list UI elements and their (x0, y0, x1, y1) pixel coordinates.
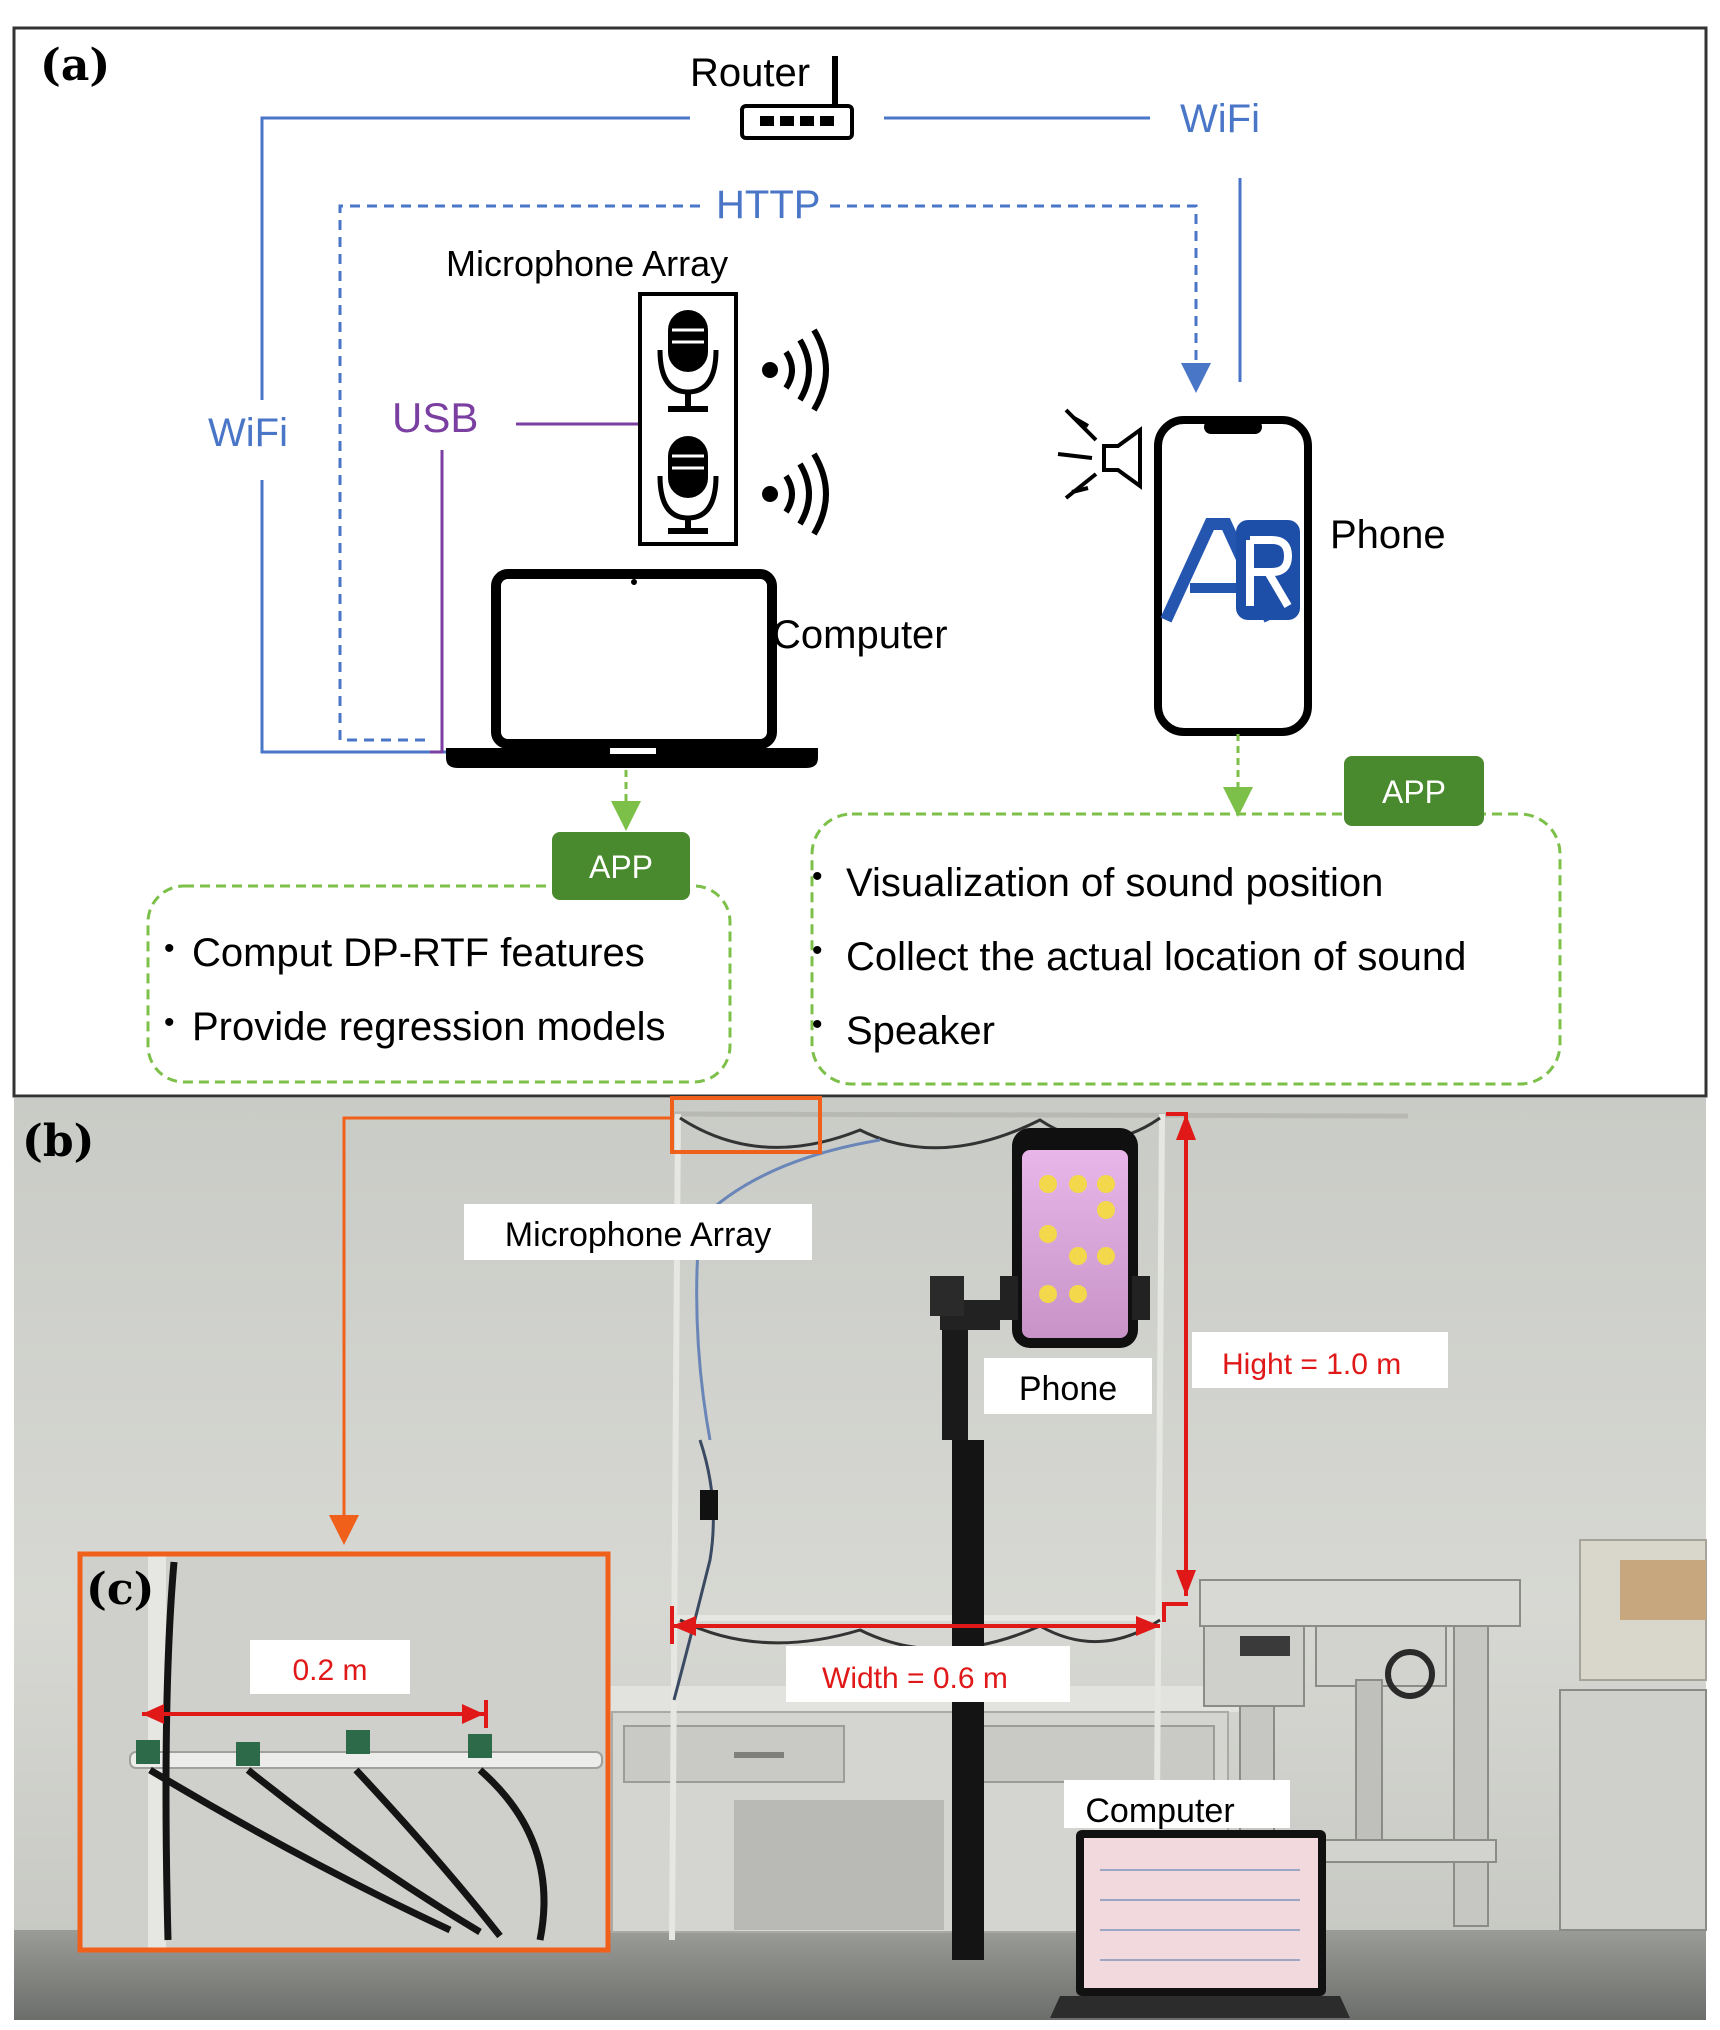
phone-app-badge-label: APP (1382, 774, 1446, 810)
spacing-arrow-left (142, 1704, 164, 1724)
wifi-line-left (260, 116, 690, 400)
bullet-dot: • (164, 932, 175, 965)
panel-c: 0.2 m (c) (77, 1551, 611, 1953)
phone-app-badge (1344, 756, 1484, 826)
computer-label: Computer (772, 613, 948, 657)
wifi-top-label: WiFi (1180, 97, 1260, 141)
microphone-icon (657, 436, 719, 534)
computer-app-features-box (146, 884, 732, 1084)
spacing-label: 0.2 m (292, 1654, 367, 1687)
bullet-dot: • (812, 860, 823, 893)
computer-app-bullet-2: Provide regression models (192, 1005, 666, 1049)
mic-array-photo-label: Microphone Array (505, 1216, 771, 1254)
panel-a-frame (12, 26, 1708, 1098)
http-line-right (830, 204, 1211, 393)
width-label: Width = 0.6 m (822, 1662, 1008, 1695)
bullet-dot: • (812, 1008, 823, 1041)
zoom-connector (329, 1116, 672, 1545)
inset-mic-sensor (468, 1734, 492, 1758)
usb-label: USB (392, 394, 478, 441)
inset-mic-sensor (346, 1730, 370, 1754)
spacing-label-bg (250, 1640, 410, 1694)
sound-waves-icon (762, 328, 829, 412)
height-arrow-top (1176, 1114, 1196, 1140)
http-label: HTTP (716, 183, 820, 227)
microphone-icon (657, 310, 719, 412)
height-tick-bottom (1162, 1602, 1188, 1622)
panel-c-label: (c) (86, 1564, 154, 1615)
inset-mic-sensor (236, 1742, 260, 1766)
inset-cables (148, 1561, 548, 1941)
width-arrow-left (672, 1616, 696, 1636)
mic-array-highlight-box (670, 1096, 822, 1154)
height-label: Hight = 1.0 m (1222, 1348, 1401, 1381)
phone-app-bullet-3: Speaker (846, 1009, 995, 1053)
usb-line-v (430, 450, 444, 754)
panel-a-label: (a) (40, 40, 110, 91)
photo-laptop (1050, 1830, 1350, 2018)
router-label: Router (690, 51, 810, 95)
router-icon (740, 56, 854, 140)
inset-mic-sensor (136, 1740, 160, 1764)
computer-app-bullet-1: Comput DP-RTF features (192, 931, 645, 975)
http-line (338, 204, 700, 742)
width-arrow-right (1136, 1616, 1160, 1636)
phone-label-bg (984, 1358, 1152, 1414)
phone-label: Phone (1330, 513, 1446, 557)
phone-app-bullet-2: Collect the actual location of sound (846, 935, 1466, 979)
phone-app-bullet-1: Visualization of sound position (846, 861, 1383, 905)
computer-app-badge (552, 832, 690, 900)
width-label-bg (786, 1646, 1070, 1702)
inset-rod (129, 1751, 603, 1769)
computer-label-bg (1064, 1780, 1290, 1828)
speaker-icon (1057, 408, 1142, 500)
inset-frame (77, 1551, 611, 1953)
height-arrow-bottom (1176, 1570, 1196, 1596)
wifi-left-label: WiFi (208, 411, 288, 455)
ar-logo (1160, 518, 1300, 623)
phone-on-tripod (1000, 1128, 1150, 1348)
mic-array-label: Microphone Array (446, 243, 728, 284)
panel-a: (a) Router WiFi WiFi HTTP USB Microphone… (12, 26, 1708, 1098)
bullet-dot: • (164, 1006, 175, 1039)
phone-app-features-box (810, 812, 1562, 1086)
bullet-dot: • (812, 934, 823, 967)
laptop-icon (446, 569, 818, 768)
computer-app-badge-label: APP (589, 849, 653, 885)
height-label-bg (1192, 1332, 1448, 1388)
wifi-line-left-bottom (260, 480, 450, 754)
computer-photo-label: Computer (1085, 1792, 1234, 1830)
sound-waves-icon (762, 452, 829, 536)
mic-array-label-bg (464, 1204, 812, 1260)
panel-b-label: (b) (22, 1116, 94, 1167)
phone-photo-label: Phone (1019, 1370, 1117, 1408)
spacing-arrow-right (462, 1704, 484, 1724)
phone-icon (1154, 416, 1312, 736)
